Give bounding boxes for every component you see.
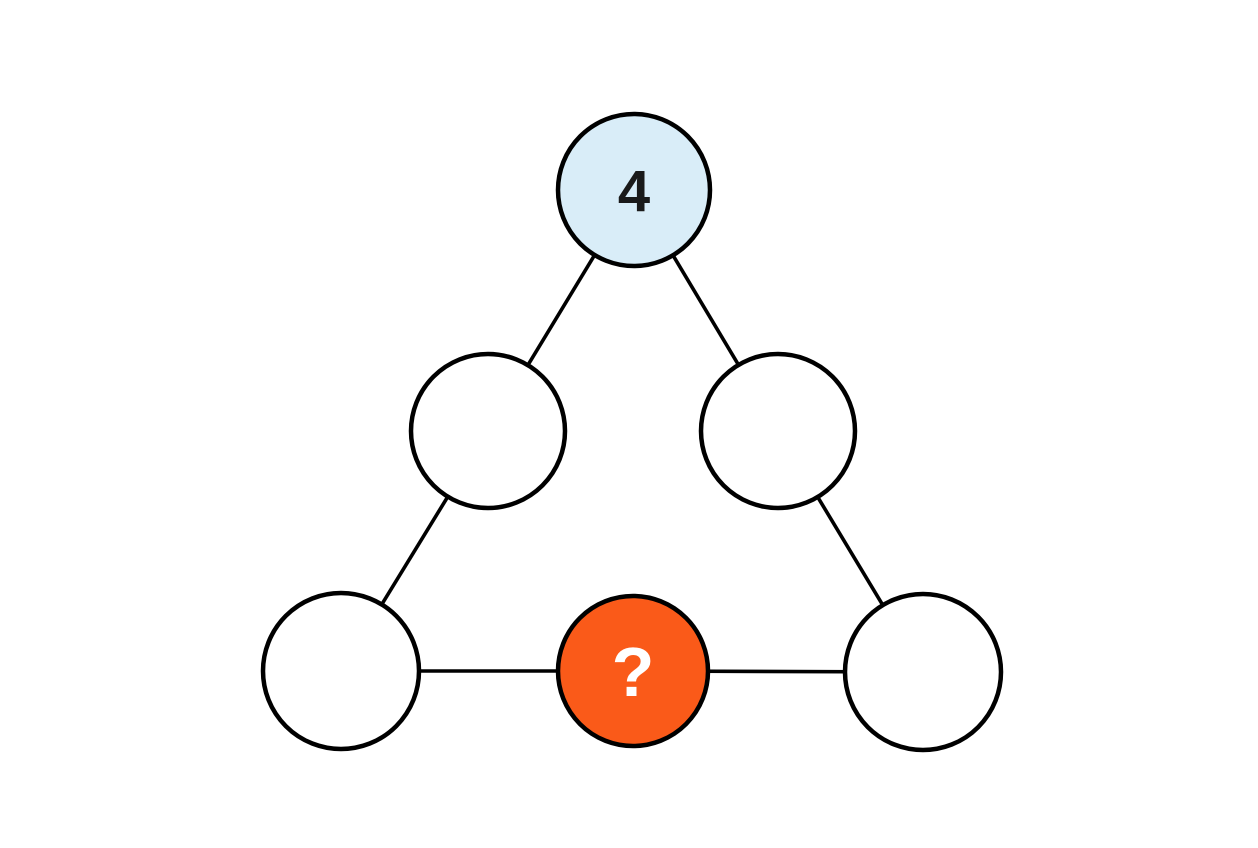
node-bottom-center — [555, 593, 711, 749]
node-bottom-left — [260, 590, 422, 752]
node-label-bottom-center: ? — [612, 633, 655, 711]
node-bottom-right — [842, 591, 1004, 753]
node-mid-right — [698, 351, 858, 511]
node-layer: 4? — [260, 111, 1004, 753]
node-top — [555, 111, 713, 269]
node-label-top: 4 — [618, 159, 650, 224]
node-mid-left — [408, 351, 568, 511]
